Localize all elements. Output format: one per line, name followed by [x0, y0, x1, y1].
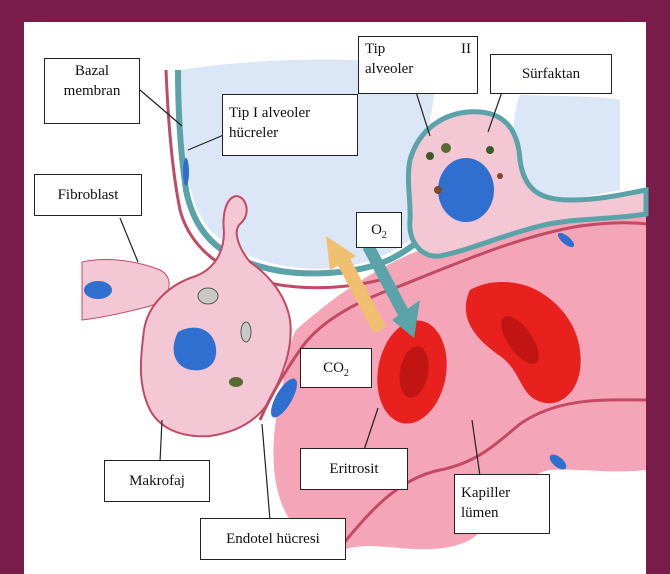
label-fibroblast: Fibroblast: [34, 174, 142, 216]
label-bazal-membran: Bazal membran: [44, 58, 140, 124]
macrophage-vacuole: [229, 377, 243, 387]
label-surfaktan: Sürfaktan: [490, 54, 612, 94]
surfactant-granule: [486, 146, 494, 154]
surfactant-granule: [441, 143, 451, 153]
macrophage-vacuole: [198, 288, 218, 304]
type-ii-nucleus: [438, 158, 494, 222]
basal-nucleus: [183, 158, 189, 186]
surfactant-granule: [426, 152, 434, 160]
macrophage-vacuole: [241, 322, 251, 342]
label-co2: CO2: [300, 348, 372, 388]
fibroblast-nucleus: [84, 281, 112, 299]
label-eritrosit: Eritrosit: [300, 448, 408, 490]
surfactant-granule: [434, 186, 442, 194]
label-tip-ii-alveoler: Tip II alveoler: [358, 36, 478, 94]
label-endotel-hucresi: Endotel hücresi: [200, 518, 346, 560]
label-o2: O2: [356, 212, 402, 248]
label-makrofaj: Makrofaj: [104, 460, 210, 502]
label-tip-i-alveoler: Tip I alveoler hücreler: [222, 94, 358, 156]
label-kapiller-lumen: Kapiller lümen: [454, 474, 550, 534]
surfactant-granule: [497, 173, 503, 179]
